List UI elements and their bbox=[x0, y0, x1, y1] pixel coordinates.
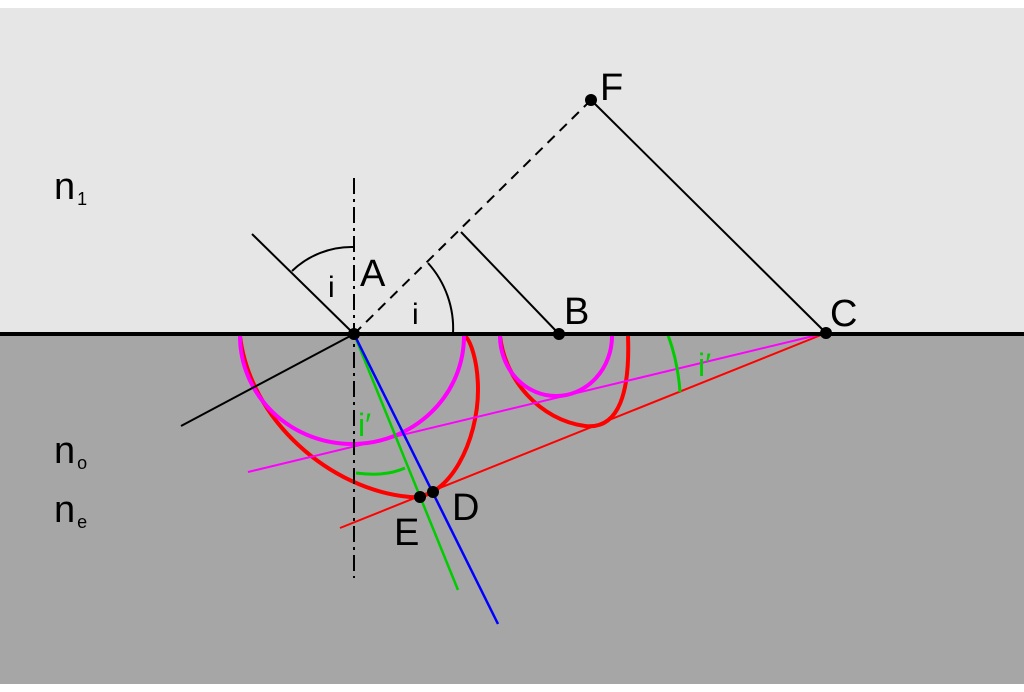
lower-medium-region bbox=[0, 334, 1024, 684]
incident-ray-extension bbox=[180, 333, 355, 427]
label-refraction-2: i′ bbox=[698, 347, 711, 383]
label-no-name: n bbox=[54, 430, 75, 472]
label-ne-sub: e bbox=[77, 512, 87, 532]
label-n1-name: n bbox=[54, 166, 75, 208]
incidence-angle-arc-1 bbox=[291, 245, 355, 272]
ordinary-ray bbox=[352, 333, 460, 591]
point-c bbox=[820, 327, 832, 339]
label-b: B bbox=[564, 291, 589, 333]
ordinary-tangent-line bbox=[247, 332, 827, 473]
point-f bbox=[585, 94, 597, 106]
label-incidence-2: i bbox=[412, 298, 419, 331]
incident-wavefront-dashed bbox=[353, 99, 592, 335]
refraction-angle-arc-c bbox=[666, 334, 682, 393]
ordinary-wavefront-b bbox=[498, 335, 614, 398]
label-refraction-1: i′ bbox=[358, 407, 371, 443]
incidence-angle-arc-2 bbox=[427, 262, 455, 335]
incident-ray-upper bbox=[251, 233, 355, 335]
label-c: C bbox=[830, 293, 857, 335]
label-ne-name: n bbox=[54, 489, 75, 531]
ordinary-wavefront-a bbox=[238, 335, 466, 446]
ray-f-to-c bbox=[590, 99, 827, 334]
upper-medium-region bbox=[0, 8, 1024, 334]
label-e: E bbox=[394, 512, 419, 554]
extraordinary-ray bbox=[352, 333, 500, 625]
label-no-sub: o bbox=[77, 453, 87, 473]
label-n1-sub: 1 bbox=[77, 189, 87, 209]
label-incidence-1: i bbox=[328, 271, 335, 304]
label-f: F bbox=[600, 67, 623, 109]
refraction-angle-arc-a bbox=[355, 466, 406, 476]
point-b bbox=[553, 328, 565, 340]
label-d: D bbox=[452, 487, 479, 529]
point-e bbox=[414, 491, 426, 503]
point-d bbox=[427, 486, 439, 498]
point-a bbox=[348, 328, 360, 340]
ray-to-b bbox=[460, 231, 560, 335]
label-a: A bbox=[360, 253, 386, 295]
